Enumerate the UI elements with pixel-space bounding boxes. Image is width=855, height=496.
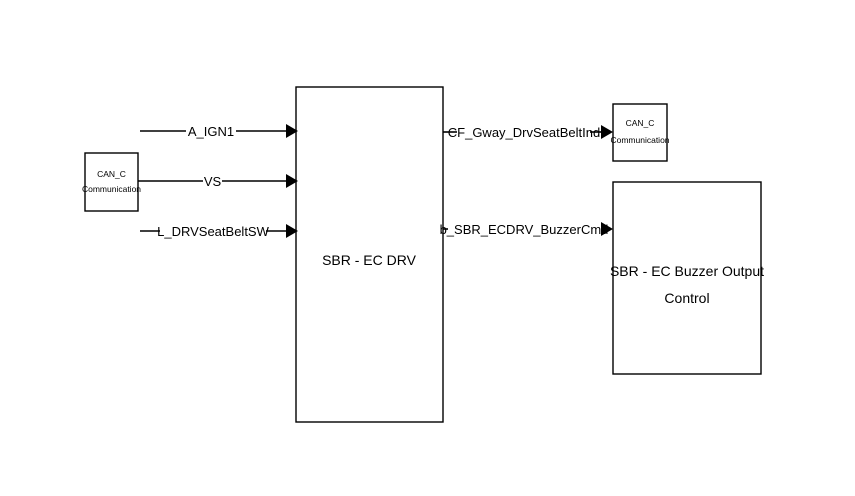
main-block: SBR - EC DRV bbox=[295, 86, 444, 423]
can-right-line1: CAN_C bbox=[626, 118, 655, 128]
buzzer-line2: Control bbox=[664, 290, 709, 306]
can-left-line2: Communication bbox=[82, 184, 141, 194]
buzzer-line1: SBR - EC Buzzer Output bbox=[610, 263, 764, 279]
can-communication-right: CAN_C Communication bbox=[610, 103, 670, 162]
signal-cf-gway-drvseatbeltind-label: CF_Gway_DrvSeatBeltInd bbox=[448, 125, 600, 140]
buzzer-output-block: SBR - EC Buzzer Output Control bbox=[610, 181, 764, 375]
can-communication-left: CAN_C Communication bbox=[82, 152, 141, 212]
signal-b-sbr-ecdrv-buzzercmd-label: b_SBR_ECDRV_BuzzerCmd bbox=[440, 222, 609, 237]
signal-l-drvseatbeltsw-label: L_DRVSeatBeltSW bbox=[157, 224, 269, 239]
arrowhead-l-drvseatbeltsw bbox=[286, 224, 298, 238]
signal-a-ign1: A_IGN1 bbox=[140, 124, 298, 139]
arrowhead-b-sbr-ecdrv-buzzercmd bbox=[601, 222, 613, 236]
signal-cf-gway-drvseatbeltind: CF_Gway_DrvSeatBeltInd bbox=[443, 125, 613, 140]
signal-l-drvseatbeltsw: L_DRVSeatBeltSW bbox=[140, 224, 298, 239]
can-right-line2: Communication bbox=[610, 135, 669, 145]
signal-vs-label: VS bbox=[204, 174, 222, 189]
arrowhead-vs bbox=[286, 174, 298, 188]
arrowhead-a-ign1 bbox=[286, 124, 298, 138]
main-block-label: SBR - EC DRV bbox=[322, 252, 417, 268]
signal-vs: VS bbox=[138, 174, 298, 189]
signal-a-ign1-label: A_IGN1 bbox=[188, 124, 234, 139]
signal-b-sbr-ecdrv-buzzercmd: b_SBR_ECDRV_BuzzerCmd bbox=[440, 222, 613, 237]
arrowhead-cf-gway-drvseatbeltind bbox=[601, 125, 613, 139]
can-left-line1: CAN_C bbox=[97, 169, 126, 179]
